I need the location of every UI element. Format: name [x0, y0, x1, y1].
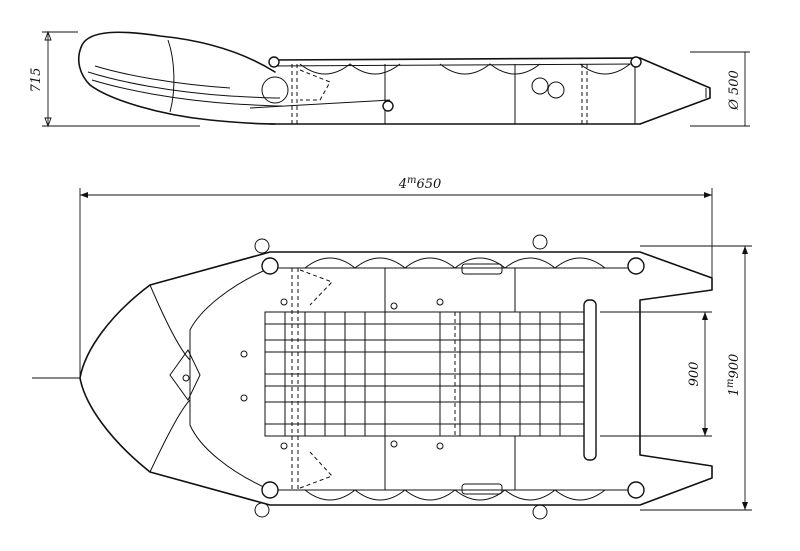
width-label: 1m900: [725, 354, 742, 397]
floor-width-label: 900: [687, 362, 702, 387]
height-label: 715: [29, 68, 44, 93]
length-label: 4m650: [398, 175, 442, 192]
tube-diameter-label: Ø 500: [727, 70, 742, 111]
plan-view: 4m650 1m900 900: [32, 175, 752, 520]
side-view: 715 Ø 500: [29, 30, 750, 128]
